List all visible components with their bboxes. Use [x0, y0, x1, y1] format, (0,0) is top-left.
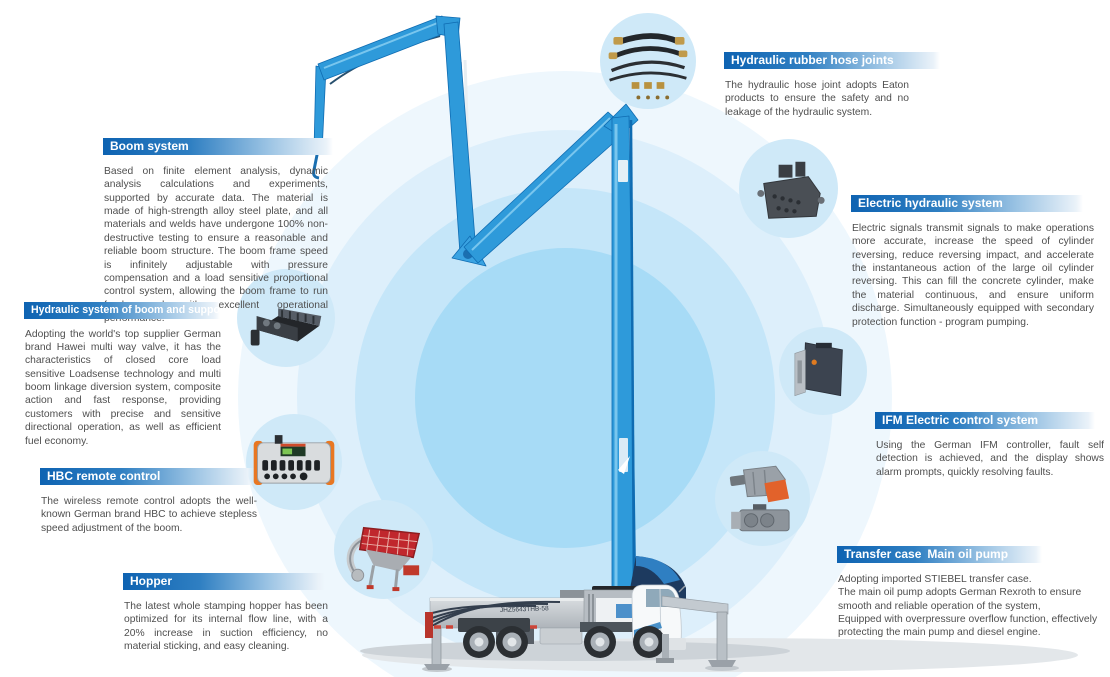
callout-title: Electric hydraulic system: [851, 194, 1083, 212]
hydraulic-hoses-photo: [600, 13, 696, 109]
callout-description: Adopting imported STIEBEL transfer case.…: [838, 573, 1098, 639]
callout-description: Electric signals transmit signals to mak…: [852, 222, 1094, 328]
callout-transfer-case-main-oil-pump: Transfer case Main oil pump Adopting imp…: [837, 536, 1097, 640]
transfer-case-pump-photo: [715, 451, 810, 546]
callout-title: Hydraulic rubber hose joints: [724, 51, 940, 69]
callout-description: The wireless remote control adopts the w…: [41, 495, 257, 534]
callout-description: Adopting the world's top supplier German…: [25, 328, 221, 447]
callout-description: The hydraulic hose joint adopts Eaton pr…: [725, 79, 909, 118]
truck-chassis: JHZ5643THB-58: [424, 584, 736, 670]
truck-model-label: JHZ5643THB-58: [500, 605, 549, 614]
ifm-controller-photo: [779, 327, 867, 415]
hydraulic-manifold-photo: [739, 139, 838, 238]
callout-title: HBC remote control: [40, 467, 254, 485]
callout-hydraulic-hose-joints: Hydraulic rubber hose joints The hydraul…: [724, 42, 940, 119]
callout-hbc-remote-control: HBC remote control The wireless remote c…: [40, 458, 257, 535]
hopper-photo: [334, 500, 433, 599]
callout-title: Hydraulic system of boom and support leg…: [24, 301, 220, 319]
remote-control-photo: [246, 414, 342, 510]
background-circle-inner: [415, 248, 715, 548]
callout-description: Using the German IFM controller, fault s…: [876, 439, 1104, 478]
callout-description: The latest whole stamping hopper has bee…: [124, 600, 328, 653]
callout-title: Hopper: [123, 572, 325, 590]
callout-title: IFM Electric control system: [875, 411, 1095, 429]
callout-hydraulic-system-boom-support-legs: Hydraulic system of boom and support leg…: [24, 293, 221, 448]
callout-electric-hydraulic-system: Electric hydraulic system Electric signa…: [851, 185, 1094, 329]
truck-wheels: [463, 626, 665, 658]
callout-title: Boom system: [103, 137, 333, 155]
callout-ifm-electric-control-system: IFM Electric control system Using the Ge…: [875, 402, 1104, 479]
multiway-valve-photo: [237, 269, 335, 367]
boom-assembly: [312, 15, 639, 599]
callout-title: Transfer case Main oil pump: [837, 545, 1042, 563]
callout-hopper: Hopper The latest whole stamping hopper …: [123, 563, 328, 653]
bed-decal: [432, 600, 561, 626]
